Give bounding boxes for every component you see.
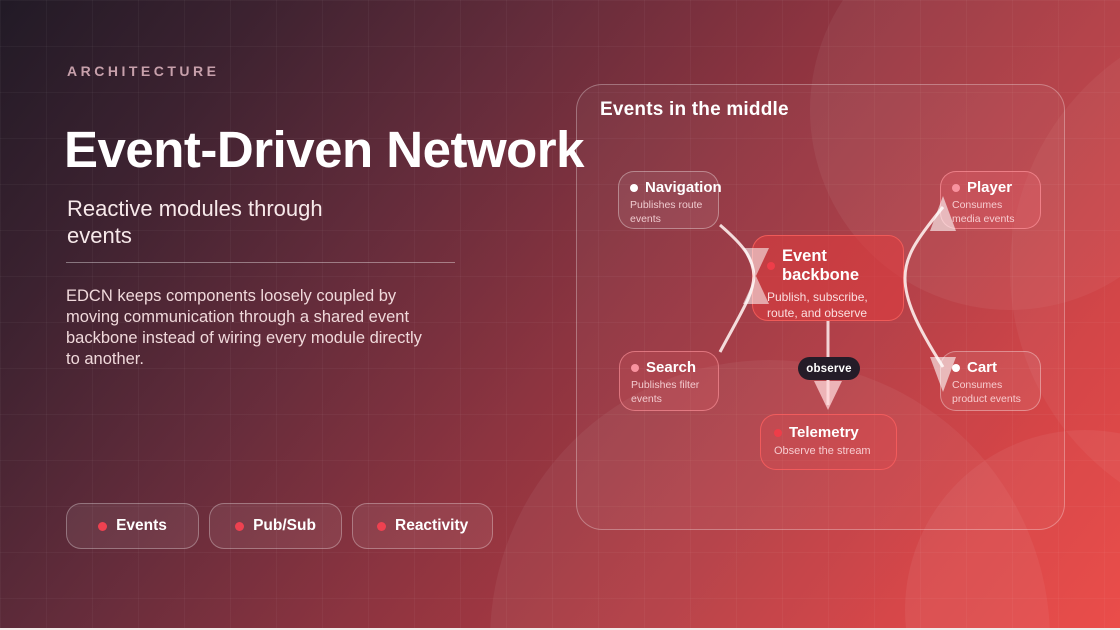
node-subtitle: Publishes filter events: [631, 379, 700, 405]
badge-events: Events: [66, 503, 199, 549]
node-subtitle: Publishes route events: [630, 199, 703, 225]
node-dot-icon: [630, 183, 638, 192]
node-dot-icon: [952, 363, 960, 372]
node-player: Player Consumes media events: [940, 171, 1041, 229]
node-title: Cart: [967, 359, 998, 376]
node-dot-icon: [774, 428, 782, 437]
node-search: Search Publishes filter events: [619, 351, 719, 411]
node-telemetry: Telemetry Observe the stream: [760, 414, 897, 470]
page-subtitle: Reactive modules through events: [67, 196, 323, 248]
badge-row: Events Pub/Sub Reactivity: [66, 503, 494, 549]
diagram-title: Events in the middle: [600, 99, 789, 120]
node-subtitle: Publish, subscribe, route, and observe: [767, 290, 868, 320]
badge-pubsub: Pub/Sub: [209, 503, 342, 549]
red-dot-icon: [235, 521, 245, 531]
red-dot-icon: [98, 521, 108, 531]
observe-edge-label: observe: [798, 357, 860, 380]
node-title: Navigation: [645, 179, 722, 196]
bottom-edge-strip: [0, 628, 1120, 630]
node-dot-icon: [767, 262, 775, 270]
node-dot-icon: [952, 183, 960, 192]
node-title: Telemetry: [789, 424, 859, 441]
badge-reactivity: Reactivity: [352, 503, 494, 549]
node-title: Search: [646, 359, 697, 376]
page-title: Event-Driven Network: [64, 121, 584, 178]
page-description: EDCN keeps components loosely coupled by…: [66, 287, 422, 368]
badge-label: Pub/Sub: [253, 517, 316, 534]
node-subtitle: Observe the stream: [774, 445, 871, 457]
kicker-label: ARCHITECTURE: [67, 63, 220, 79]
node-subtitle: Consumes media events: [952, 199, 1015, 225]
node-title: Player: [967, 179, 1013, 196]
node-cart: Cart Consumes product events: [940, 351, 1041, 411]
node-navigation: Navigation Publishes route events: [618, 171, 722, 229]
node-title: Event backbone: [782, 247, 860, 284]
divider: [66, 262, 455, 263]
badge-label: Events: [116, 517, 167, 534]
node-event-backbone: Event backbone Publish, subscribe, route…: [752, 235, 904, 321]
arrowhead-into-telemetry: [814, 381, 842, 410]
node-dot-icon: [631, 363, 639, 372]
edge-left-curve: [718, 223, 756, 353]
node-subtitle: Consumes product events: [952, 379, 1021, 405]
diagram-panel: Events in the middle Navigation Publishe…: [576, 84, 1065, 530]
edge-right-curve: [903, 206, 945, 368]
badge-label: Reactivity: [395, 517, 469, 534]
red-dot-icon: [377, 521, 386, 531]
